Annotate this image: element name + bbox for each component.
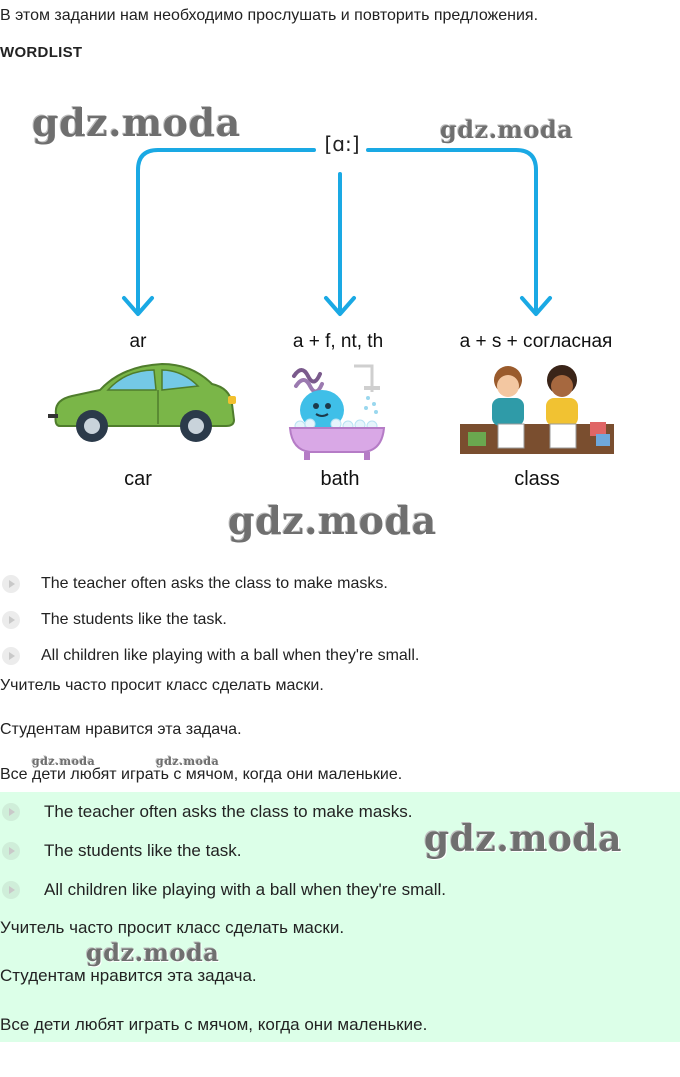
watermark: gdz.moda [424,818,622,860]
audio-item: The students like the task. [0,831,680,870]
watermark: gdz.moda [32,100,241,145]
audio-item: The students like the task. [0,602,680,638]
translation-text: Учитель часто просит класс сделать маски… [0,677,324,694]
arrow-right [366,148,538,314]
translation-text: Учитель часто просит класс сделать маски… [0,918,345,937]
audio-item: The teacher often asks the class to make… [0,566,680,602]
wordlist-heading: WORDLIST [0,44,83,61]
sentence-text: The students like the task. [41,611,227,628]
translation-text: Студентам нравится эта задача. [0,966,257,985]
word-bath: bath [320,468,360,490]
word-class: class [514,468,560,490]
watermark: gdz.moda [228,498,437,543]
arrowhead-right [520,296,552,316]
phonics-diagram: gdz.moda gdz.moda [ɑ:] ar a + f, nt, th … [0,100,680,543]
sentence-text: All children like playing with a ball wh… [41,647,420,664]
audio-list: The teacher often asks the class to make… [0,566,680,674]
rule-a-f-nt-th: a + f, nt, th [292,331,384,352]
sentence-text: The students like the task. [44,840,242,860]
car-image [48,362,236,442]
play-icon[interactable] [2,575,20,593]
play-icon[interactable] [2,880,20,899]
play-icon[interactable] [2,841,20,860]
arrow-left [136,148,316,314]
translation-text: Все дети любят играть с мячом, когда они… [0,766,403,783]
word-car: car [124,468,152,490]
audio-item: The teacher often asks the class to make… [0,792,680,831]
class-image [460,365,614,454]
arrowhead-middle [324,296,356,316]
translation-text: Все дети любят играть с мячом, когда они… [0,1015,428,1034]
rule-ar: ar [129,331,147,352]
phoneme-label: [ɑ:] [320,132,364,156]
play-icon[interactable] [2,611,20,629]
rule-a-s-consonant: a + s + согласная [459,331,613,352]
sentence-text: The teacher often asks the class to make… [41,575,388,592]
audio-item: All children like playing with a ball wh… [0,638,680,674]
watermark: gdz.moda [32,755,96,768]
bath-image [288,364,386,460]
intro-text: В этом задании нам необходимо прослушать… [0,7,539,24]
play-icon[interactable] [2,802,20,821]
play-icon[interactable] [2,647,20,665]
sentence-text: All children like playing with a ball wh… [44,879,446,899]
sentence-text: The teacher often asks the class to make… [44,801,413,821]
audio-item: All children like playing with a ball wh… [0,870,680,909]
branch-arrows [122,148,552,316]
answer-block: The teacher often asks the class to make… [0,792,680,1042]
watermark: gdz.moda [156,755,220,768]
translation-text: Студентам нравится эта задача. [0,721,242,738]
watermark: gdz.moda [440,115,574,144]
watermark: gdz.moda [86,938,220,967]
arrowhead-left [122,296,154,316]
